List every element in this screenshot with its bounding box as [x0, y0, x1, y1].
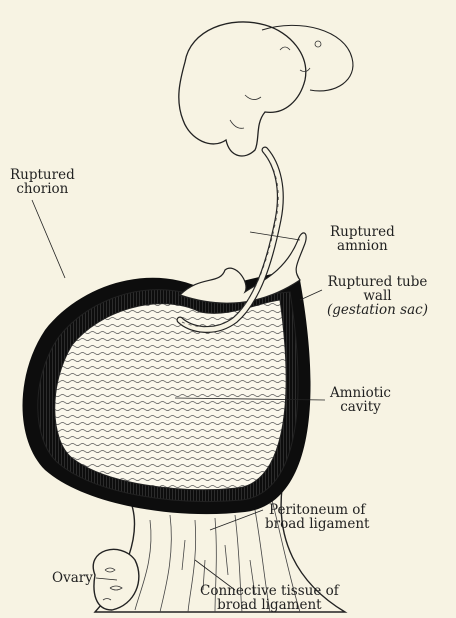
label-connective-tissue: Connective tissue of broad ligament [200, 584, 339, 612]
label-peritoneum: Peritoneum of broad ligament [265, 503, 369, 531]
label-ruptured-chorion: Ruptured chorion [10, 168, 75, 196]
embryo [179, 22, 306, 156]
label-ruptured-amnion: Ruptured amnion [330, 225, 395, 253]
label-ruptured-tube-wall: Ruptured tube wall (gestation sac) [327, 275, 428, 317]
label-amniotic-cavity: Amniotic cavity [330, 386, 391, 414]
label-ovary: Ovary [52, 571, 93, 585]
